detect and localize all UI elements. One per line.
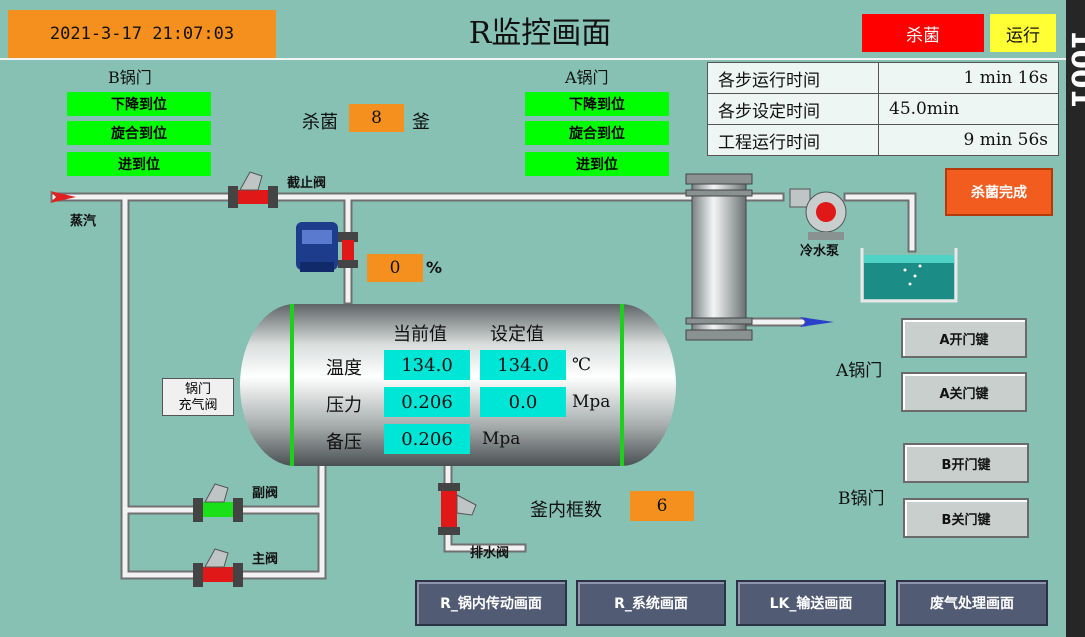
process-run-time-label: 工程运行时间 [707, 124, 879, 156]
pressure-label: 压力 [326, 395, 362, 416]
nav-system-button[interactable]: R_系统画面 [576, 580, 726, 626]
current-value-header: 当前值 [393, 324, 447, 345]
temperature-label: 温度 [326, 358, 362, 379]
kettle-number-value: 8 [349, 104, 404, 132]
b-door-close-button[interactable]: B关门键 [903, 498, 1029, 538]
temperature-current: 134.0 [384, 350, 470, 380]
pressure-set: 0.0 [480, 387, 566, 417]
nav-exhaust-treatment-button[interactable]: 废气处理画面 [896, 580, 1048, 626]
table-row: 各步运行时间 1 min 16s [707, 62, 1059, 94]
a-door-status-title: A锅门 [565, 68, 609, 87]
temperature-set: 134.0 [480, 350, 566, 380]
steam-label: 蒸汽 [70, 214, 97, 229]
a-door-in-indicator: 进到位 [525, 152, 669, 176]
table-row: 各步设定时间 45.0min [707, 93, 1059, 125]
a-door-control-title: A锅门 [836, 361, 883, 381]
b-door-lock-indicator: 旋合到位 [67, 121, 211, 145]
door-air-valve-button[interactable]: 锅门 充气阀 [162, 378, 234, 416]
stop-valve-icon [228, 171, 278, 208]
cold-pump-label: 冷水泵 [800, 244, 840, 259]
page-title: R监控画面 [468, 16, 612, 51]
a-door-open-button[interactable]: A开门键 [901, 318, 1027, 358]
edge-label: 1001 [1065, 30, 1085, 108]
back-pressure-current: 0.206 [384, 424, 470, 454]
valve-opening-unit: % [426, 258, 443, 277]
door-air-valve-label-1: 锅门 [184, 382, 211, 397]
heat-exchanger [685, 173, 753, 341]
water-tank [860, 248, 958, 303]
main-valve-label: 主阀 [252, 552, 279, 567]
a-door-close-button[interactable]: A关门键 [901, 372, 1027, 412]
aux-valve-icon [193, 483, 243, 522]
control-valve-icon [296, 222, 358, 272]
cold-water-pump-icon [789, 188, 847, 240]
door-air-valve-label-2: 充气阀 [178, 398, 218, 413]
timing-table: 各步运行时间 1 min 16s 各步设定时间 45.0min 工程运行时间 9… [707, 62, 1059, 156]
set-value-header: 设定值 [490, 324, 544, 345]
nav-kettle-drive-button[interactable]: R_锅内传动画面 [415, 580, 567, 626]
right-edge-strip [1066, 0, 1085, 637]
back-pressure-label: 备压 [326, 432, 362, 453]
back-pressure-unit: Mpa [482, 429, 521, 449]
drain-valve-label: 排水阀 [470, 546, 510, 561]
step-set-time-label: 各步设定时间 [707, 93, 879, 125]
frame-count-label: 釜内框数 [530, 500, 602, 521]
drain-valve-icon [438, 483, 477, 535]
process-run-time-value: 9 min 56s [878, 124, 1059, 156]
b-door-open-button[interactable]: B开门键 [903, 443, 1029, 483]
a-door-down-indicator: 下降到位 [525, 92, 669, 116]
step-run-time-value: 1 min 16s [878, 62, 1059, 94]
steam-inlet-arrow [50, 191, 76, 203]
sterilize-label: 杀菌 [302, 112, 338, 133]
kettle-unit: 釜 [412, 112, 430, 133]
pressure-current: 0.206 [384, 387, 470, 417]
datetime-display: 2021-3-17 21:07:03 [8, 10, 276, 58]
valve-opening-value: 0 [367, 254, 423, 282]
table-row: 工程运行时间 9 min 56s [707, 124, 1059, 156]
frame-count-value: 6 [630, 491, 694, 521]
b-door-status-title: B锅门 [108, 68, 152, 87]
a-door-lock-indicator: 旋合到位 [525, 121, 669, 145]
step-run-time-label: 各步运行时间 [707, 62, 879, 94]
temperature-unit: ℃ [572, 355, 592, 375]
step-set-time-value: 45.0min [878, 93, 1059, 125]
main-valve-icon [193, 548, 243, 587]
outlet-arrow [800, 317, 834, 327]
run-status-badge: 运行 [990, 14, 1056, 52]
b-door-in-indicator: 进到位 [67, 152, 211, 176]
b-door-control-title: B锅门 [838, 489, 885, 509]
stop-valve-label: 截止阀 [287, 176, 327, 191]
aux-valve-label: 副阀 [252, 486, 279, 501]
b-door-down-indicator: 下降到位 [67, 92, 211, 116]
mode-badge: 杀菌 [862, 14, 984, 52]
pressure-unit: Mpa [572, 392, 611, 412]
sterilize-complete-button[interactable]: 杀菌完成 [945, 168, 1053, 216]
nav-conveyor-button[interactable]: LK_输送画面 [736, 580, 886, 626]
